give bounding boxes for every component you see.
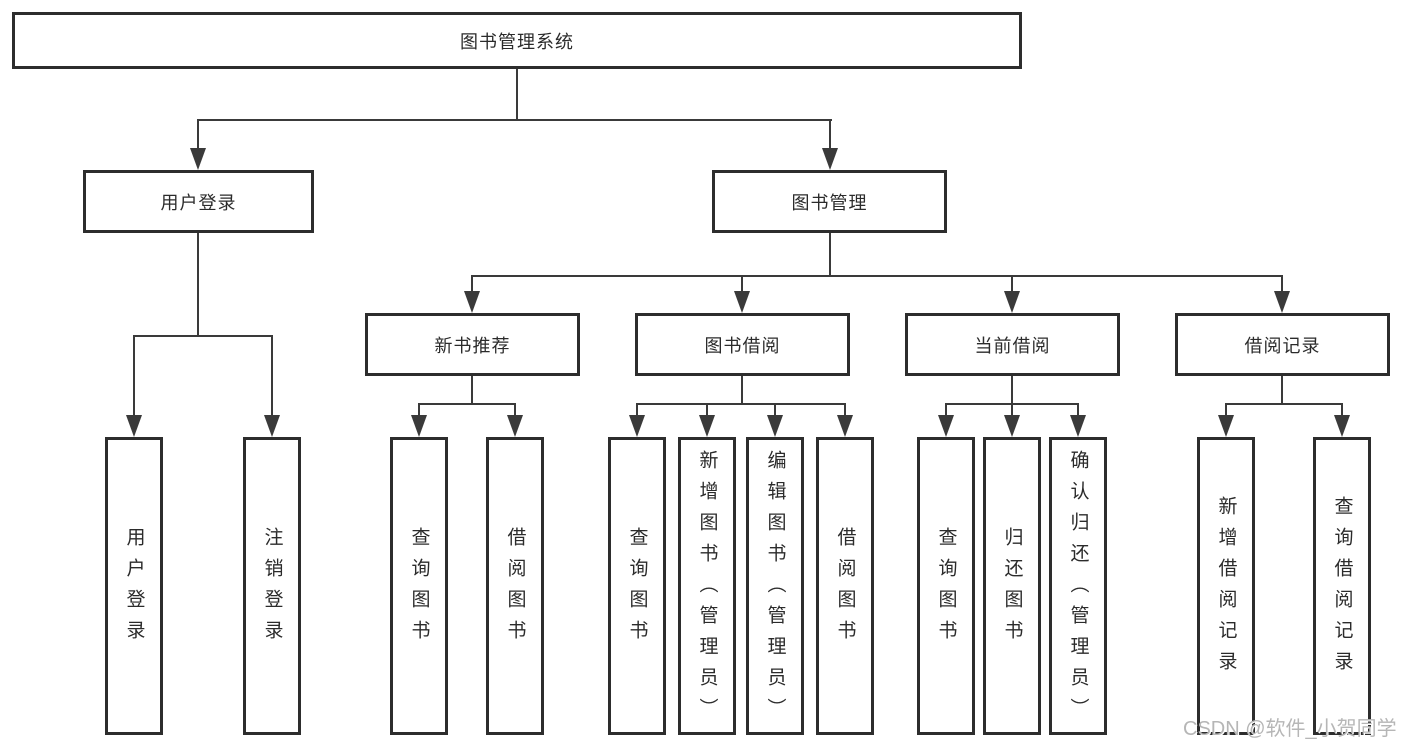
leaf-logout: 注销登录 xyxy=(243,437,301,735)
connector-new-books-rail xyxy=(418,403,516,405)
leaf-query-books-recommend: 查询图书 xyxy=(390,437,448,735)
arrow-down-icon xyxy=(464,291,480,313)
connector-leaf-stem xyxy=(636,403,638,417)
node-current-borrowing: 当前借阅 xyxy=(905,313,1120,376)
connector-new-books-stem xyxy=(471,275,473,293)
arrow-down-icon xyxy=(507,415,523,437)
connector-user-login-down xyxy=(197,233,199,336)
connector-leaf-stem xyxy=(1341,403,1343,417)
leaf-user-login: 用户登录 xyxy=(105,437,163,735)
connector-leaf-stem xyxy=(774,403,776,417)
csdn-watermark: CSDN @软件_小贺同学 xyxy=(1183,718,1397,740)
connector-new-books-down xyxy=(471,376,473,404)
leaf-add-borrow-record: 新增借阅记录 xyxy=(1197,437,1255,735)
arrow-down-icon xyxy=(1274,291,1290,313)
leaf-query-borrow-record: 查询借阅记录 xyxy=(1313,437,1371,735)
arrow-down-icon xyxy=(411,415,427,437)
connector-book-borrow-stem xyxy=(741,275,743,293)
arrow-down-icon xyxy=(629,415,645,437)
arrow-down-icon xyxy=(938,415,954,437)
connector-book-mgmt-down xyxy=(829,233,831,276)
arrow-down-icon xyxy=(822,148,838,170)
arrow-down-icon xyxy=(699,415,715,437)
node-library-management-system: 图书管理系统 xyxy=(12,12,1022,69)
connector-root-stem xyxy=(516,69,518,120)
connector-current-borrow-stem xyxy=(1011,275,1013,293)
node-new-book-recommend: 新书推荐 xyxy=(365,313,580,376)
connector-borrow-records-down xyxy=(1281,376,1283,404)
arrow-down-icon xyxy=(1070,415,1086,437)
connector-leaf-stem xyxy=(1225,403,1227,417)
arrow-down-icon xyxy=(767,415,783,437)
node-book-borrowing: 图书借阅 xyxy=(635,313,850,376)
connector-book-mgmt-stem xyxy=(829,119,831,152)
leaf-return-books: 归还图书 xyxy=(983,437,1041,735)
leaf-borrow-books: 借阅图书 xyxy=(816,437,874,735)
connector-leaf-stem xyxy=(418,403,420,417)
arrow-down-icon xyxy=(264,415,280,437)
arrow-down-icon xyxy=(126,415,142,437)
connector-level3-rail xyxy=(471,275,1283,277)
arrow-down-icon xyxy=(1218,415,1234,437)
connector-current-borrow-down xyxy=(1011,376,1013,404)
connector-leaf-stem xyxy=(1077,403,1079,417)
leaf-add-books-admin: 新增图书（管理员） xyxy=(678,437,736,735)
leaf-confirm-return-admin: 确认归还（管理员） xyxy=(1049,437,1107,735)
arrow-down-icon xyxy=(1004,291,1020,313)
leaf-query-books-borrowing: 查询图书 xyxy=(608,437,666,735)
arrow-down-icon xyxy=(1004,415,1020,437)
connector-book-borrow-down xyxy=(741,376,743,404)
node-book-management: 图书管理 xyxy=(712,170,947,233)
connector-user-login-stem xyxy=(197,119,199,152)
connector-level2-rail xyxy=(197,119,832,121)
connector-leaf-stem xyxy=(514,403,516,417)
connector-user-login-rail xyxy=(133,335,273,337)
connector-leaf-stem xyxy=(1011,403,1013,417)
connector-leaf-stem xyxy=(844,403,846,417)
connector-leaf-stem xyxy=(706,403,708,417)
connector-logout-leaf-stem xyxy=(271,335,273,417)
connector-leaf-stem xyxy=(945,403,947,417)
leaf-edit-books-admin: 编辑图书（管理员） xyxy=(746,437,804,735)
arrow-down-icon xyxy=(190,148,206,170)
node-user-login: 用户登录 xyxy=(83,170,314,233)
arrow-down-icon xyxy=(837,415,853,437)
leaf-borrow-books-recommend: 借阅图书 xyxy=(486,437,544,735)
connector-login-leaf-stem xyxy=(133,335,135,417)
arrow-down-icon xyxy=(734,291,750,313)
leaf-query-books-current: 查询图书 xyxy=(917,437,975,735)
node-borrowing-records: 借阅记录 xyxy=(1175,313,1390,376)
arrow-down-icon xyxy=(1334,415,1350,437)
connector-book-borrow-rail xyxy=(636,403,846,405)
connector-borrow-records-stem xyxy=(1281,275,1283,293)
connector-borrow-records-rail xyxy=(1225,403,1343,405)
